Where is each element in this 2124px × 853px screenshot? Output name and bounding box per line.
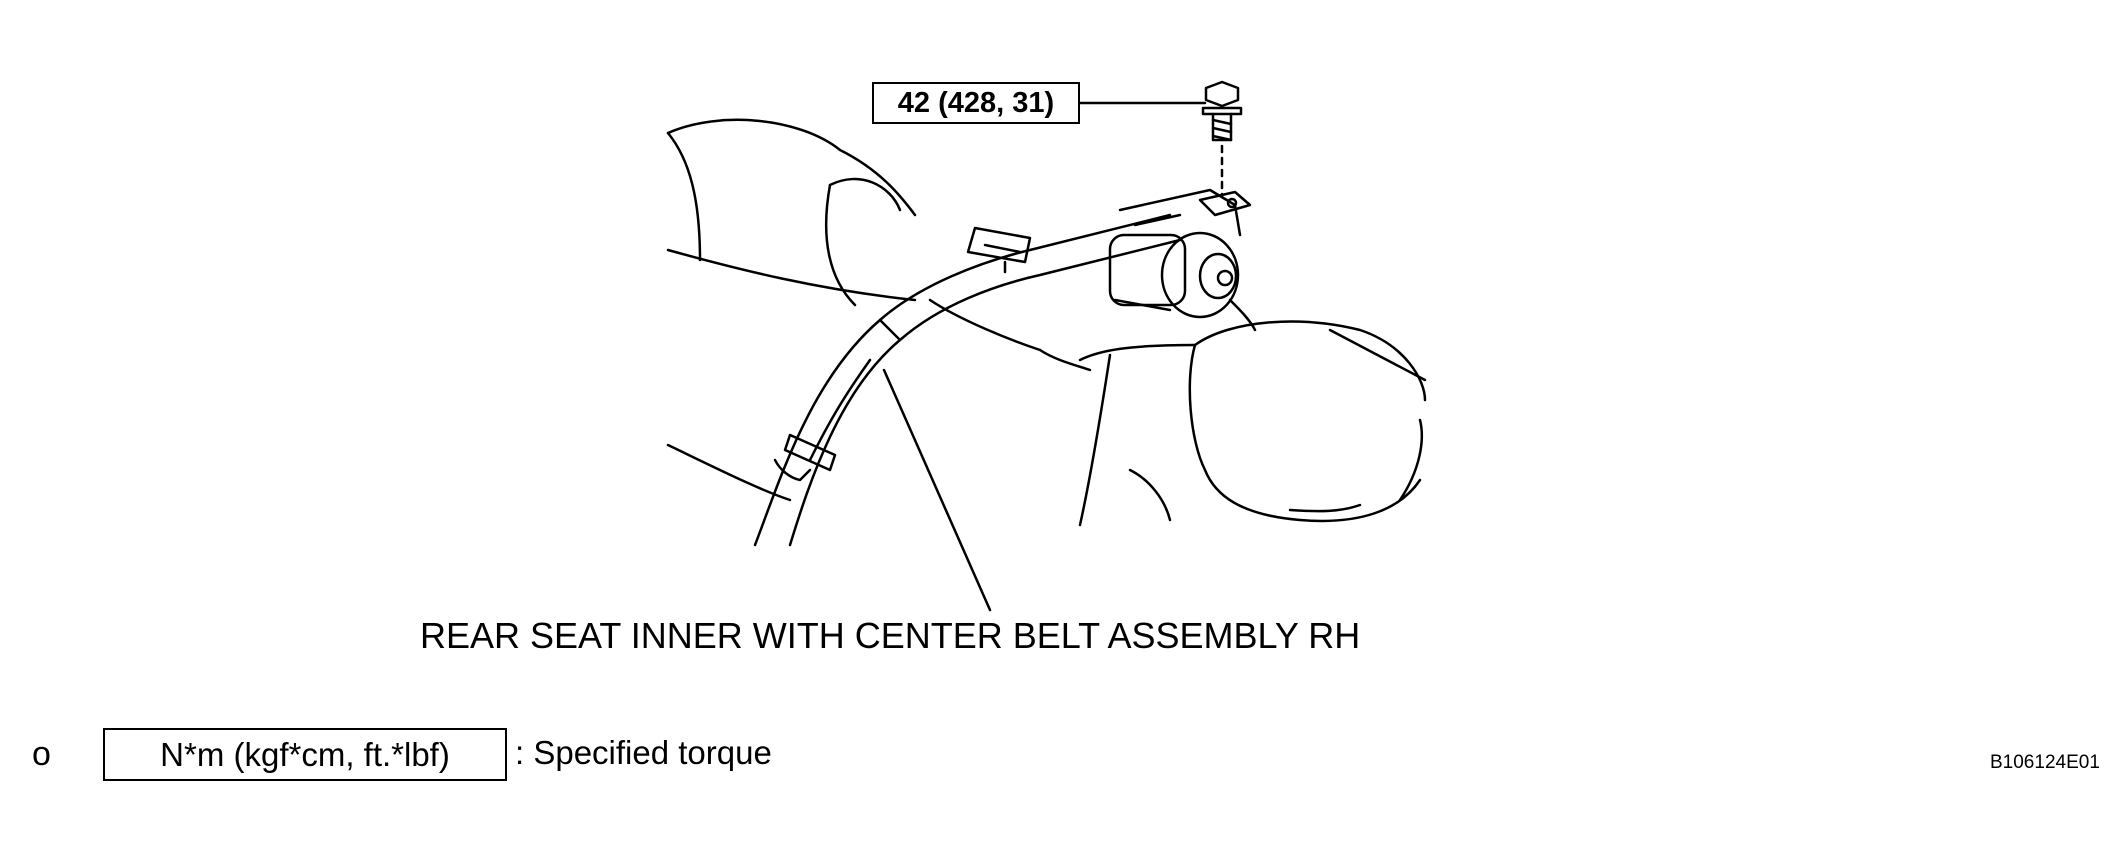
belt-guide-clip bbox=[966, 226, 1032, 274]
part-label: REAR SEAT INNER WITH CENTER BELT ASSEMBL… bbox=[420, 615, 1361, 656]
anchor-bracket bbox=[1198, 190, 1252, 217]
seat-center-contours bbox=[928, 298, 1427, 522]
part-leader-line bbox=[882, 368, 992, 612]
belt-webbing bbox=[753, 213, 1182, 547]
legend-marker: o bbox=[32, 735, 51, 773]
torque-callout: 42 (428, 31) bbox=[872, 82, 1080, 124]
left-headrest bbox=[824, 177, 902, 307]
legend-unit-box: N*m (kgf*cm, ft.*lbf) bbox=[103, 728, 507, 781]
lower-belt-clip bbox=[773, 433, 837, 482]
figure-id: B106124E01 bbox=[1990, 752, 2100, 773]
bolt-icon bbox=[1201, 80, 1243, 142]
legend-description: : Specified torque bbox=[515, 734, 772, 771]
retractor-assembly bbox=[1108, 188, 1257, 332]
seat-back bbox=[666, 118, 1424, 502]
